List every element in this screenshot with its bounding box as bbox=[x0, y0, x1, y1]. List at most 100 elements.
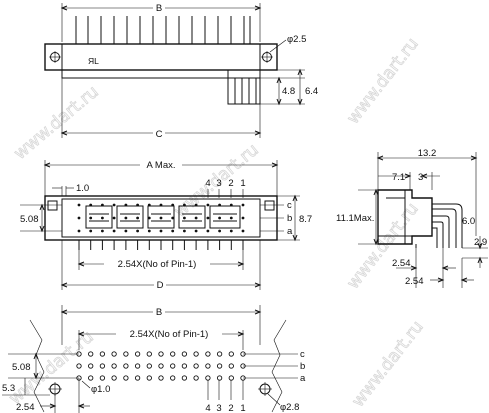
footprint-row-label-b: b bbox=[300, 361, 305, 372]
footprint-hole bbox=[99, 351, 106, 357]
footprint-dim-pitch: 2.54X(No of Pin-1) bbox=[130, 329, 209, 340]
footprint-row-label-a: a bbox=[300, 373, 306, 384]
footprint-row-label-c: c bbox=[300, 349, 305, 360]
front-view: A Max. 1.0 4 3 2 1 bbox=[20, 158, 312, 291]
footprint-dim-5-3: 5.3 bbox=[2, 383, 15, 394]
front-pin-number-4: 4 bbox=[205, 178, 210, 189]
front-pin-dot bbox=[241, 229, 245, 233]
top-dim-C: C bbox=[156, 129, 163, 140]
footprint-hole bbox=[146, 375, 152, 381]
footprint-hole-grid bbox=[76, 351, 246, 381]
top-pin-block bbox=[227, 69, 261, 105]
front-pin-dot bbox=[147, 229, 151, 233]
side-dim-13-2: 13.2 bbox=[418, 148, 437, 159]
front-dim-A: A Max. bbox=[146, 160, 175, 171]
front-pin-dot bbox=[206, 216, 210, 220]
front-pin-dot bbox=[112, 216, 116, 220]
footprint-hole bbox=[228, 363, 234, 369]
front-pin-dot bbox=[112, 203, 116, 207]
front-pin-dot bbox=[101, 229, 104, 233]
footprint-hole bbox=[193, 375, 199, 381]
footprint-view: B 2.54X(No of Pin-1) c b a 5. bbox=[2, 305, 306, 413]
front-pin-dot bbox=[124, 203, 128, 207]
footprint-dim-5-08: 5.08 bbox=[12, 362, 31, 373]
front-pin-dot bbox=[112, 229, 116, 233]
front-pin-dot bbox=[183, 229, 186, 233]
front-row-label-b: b bbox=[287, 213, 292, 224]
front-pin-dot bbox=[159, 203, 163, 207]
footprint-hole bbox=[111, 351, 117, 357]
front-pin-dot bbox=[241, 216, 245, 220]
front-pin-dot bbox=[124, 229, 128, 233]
front-pin-dot bbox=[147, 203, 151, 207]
front-dim-pitch: 2.54X(No of Pin-1) bbox=[118, 259, 197, 270]
front-pin-dot bbox=[194, 216, 198, 220]
footprint-hole bbox=[205, 363, 211, 369]
front-pin-dot bbox=[136, 229, 140, 233]
front-pin-dot bbox=[183, 203, 186, 207]
front-pin-dot bbox=[89, 203, 93, 207]
front-dim-8-7: 8.7 bbox=[299, 214, 312, 225]
footprint-break-left bbox=[29, 319, 45, 413]
heatsink-fins bbox=[75, 16, 251, 44]
top-body bbox=[44, 43, 278, 71]
top-view: B bbox=[44, 2, 318, 140]
footprint-break-right bbox=[271, 319, 287, 413]
front-pin-dot bbox=[194, 229, 198, 233]
footprint-hole bbox=[88, 363, 94, 369]
side-body bbox=[377, 189, 433, 245]
front-pin-dot bbox=[101, 216, 104, 220]
footprint-hole bbox=[134, 375, 141, 381]
front-pin-dot bbox=[171, 229, 175, 233]
front-pin-dot bbox=[218, 229, 222, 233]
ul-mark: ЯL bbox=[88, 56, 99, 66]
footprint-hole-large-dia: φ2.8 bbox=[280, 402, 299, 413]
front-pin-dot bbox=[218, 216, 222, 220]
front-pin-dot bbox=[77, 216, 81, 220]
footprint-hole bbox=[228, 351, 234, 357]
front-pin-dot bbox=[159, 216, 163, 220]
front-pin-dot bbox=[229, 229, 233, 233]
side-dim-7-1: 7.1 bbox=[392, 172, 405, 183]
footprint-pin-number-2: 2 bbox=[228, 403, 233, 413]
footprint-hole bbox=[76, 363, 82, 369]
front-pin-dot bbox=[206, 203, 210, 207]
footprint-hole bbox=[111, 375, 117, 381]
front-pin-dot bbox=[171, 203, 175, 207]
footprint-hole bbox=[123, 363, 129, 369]
footprint-hole bbox=[134, 363, 141, 369]
top-dim-4-8: 4.8 bbox=[282, 86, 295, 97]
front-pin-dot bbox=[89, 216, 93, 220]
footprint-hole bbox=[158, 363, 164, 369]
front-pin-dot bbox=[89, 229, 93, 233]
footprint-hole bbox=[181, 375, 188, 381]
footprint-hole bbox=[228, 375, 234, 381]
side-dim-6-0: 6.0 bbox=[462, 216, 475, 227]
top-dim-6-4: 6.4 bbox=[305, 86, 318, 97]
footprint-hole bbox=[99, 363, 106, 369]
top-hole-dia: φ2.5 bbox=[287, 34, 306, 45]
footprint-hole bbox=[205, 351, 211, 357]
front-pin-dot bbox=[77, 229, 81, 233]
footprint-pin-number-3: 3 bbox=[216, 403, 221, 413]
footprint-hole-small-dia: φ1.0 bbox=[91, 384, 110, 395]
side-dim-3: 3 bbox=[418, 172, 423, 183]
footprint-hole bbox=[170, 375, 176, 381]
front-contact-grid bbox=[85, 205, 241, 229]
side-view: 13.2 7.1 3 11.1Max. bbox=[336, 148, 488, 288]
footprint-hole bbox=[123, 375, 129, 381]
front-pin-legs bbox=[78, 240, 244, 250]
front-dim-D: D bbox=[157, 280, 164, 291]
front-row-label-c: c bbox=[287, 200, 292, 211]
side-dim-2-54-b: 2.54 bbox=[405, 276, 424, 287]
front-pin-dot bbox=[171, 216, 175, 220]
front-pin-dot bbox=[124, 216, 128, 220]
front-pin-dot bbox=[241, 203, 245, 207]
footprint-hole bbox=[134, 351, 141, 357]
front-pin-dot bbox=[229, 216, 233, 220]
footprint-dim-2-54: 2.54 bbox=[16, 402, 35, 413]
footprint-hole bbox=[99, 375, 106, 381]
front-pin-dots bbox=[77, 203, 245, 233]
front-pin-dot bbox=[159, 229, 163, 233]
